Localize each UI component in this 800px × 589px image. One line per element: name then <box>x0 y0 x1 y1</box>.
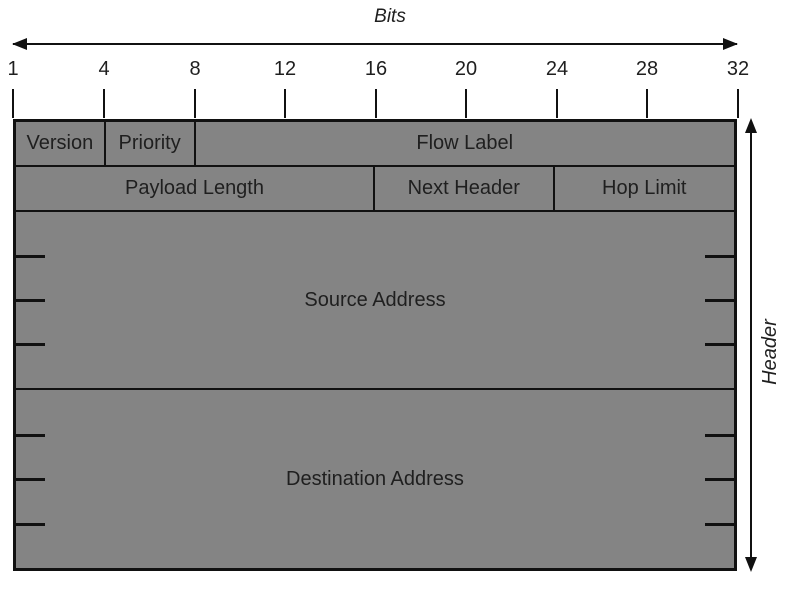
bit-number: 28 <box>635 58 659 80</box>
arrow-down-icon <box>745 557 757 572</box>
bit-number: 16 <box>364 58 388 80</box>
word-boundary-tick <box>16 255 45 258</box>
table-row: Payload Length Next Header Hop Limit <box>16 167 734 212</box>
bits-extent-arrow <box>12 38 738 50</box>
bit-scale-mark-16: 16 <box>354 58 398 118</box>
field-label: Destination Address <box>286 467 464 490</box>
table-row: Version Priority Flow Label <box>16 122 734 167</box>
field-destination-address: Destination Address <box>16 390 734 568</box>
field-payload-length: Payload Length <box>16 167 375 210</box>
field-label: Hop Limit <box>602 177 687 199</box>
field-label: Next Header <box>407 177 520 199</box>
bit-tick <box>103 89 105 118</box>
bit-scale-mark-1: 1 <box>0 58 35 118</box>
field-version: Version <box>16 122 106 165</box>
bit-scale-mark-4: 4 <box>82 58 126 118</box>
word-boundary-tick <box>705 478 734 481</box>
bit-scale-mark-28: 28 <box>625 58 669 118</box>
header-field-table: Version Priority Flow Label Payload Leng… <box>13 119 737 571</box>
field-label: Version <box>26 132 94 154</box>
bit-tick <box>737 89 739 118</box>
field-next-header: Next Header <box>375 167 555 210</box>
bit-number: 1 <box>7 58 19 80</box>
bit-tick <box>284 89 286 118</box>
bit-number: 32 <box>726 58 750 80</box>
bit-tick <box>465 89 467 118</box>
field-label: Flow Label <box>416 132 514 154</box>
word-boundary-tick <box>16 522 45 526</box>
word-boundary-tick <box>705 433 734 437</box>
table-row: Destination Address <box>16 390 734 568</box>
header-axis-label: Header <box>759 319 781 385</box>
field-flow-label: Flow Label <box>195 122 734 165</box>
word-boundary-tick <box>705 522 734 526</box>
field-label: Payload Length <box>124 177 264 199</box>
table-row: Source Address <box>16 212 734 390</box>
bit-tick <box>194 89 196 118</box>
word-boundary-tick <box>16 343 45 346</box>
field-priority: Priority <box>105 122 196 165</box>
word-boundary-tick <box>16 433 45 437</box>
field-source-address: Source Address <box>16 212 734 388</box>
arrow-right-icon <box>723 38 738 50</box>
field-label: Source Address <box>304 288 446 311</box>
bit-tick <box>12 89 14 118</box>
bits-axis-label: Bits <box>374 6 406 27</box>
field-hop-limit: Hop Limit <box>554 167 734 210</box>
bit-scale-mark-20: 20 <box>444 58 488 118</box>
bit-scale-mark-12: 12 <box>263 58 307 118</box>
bit-number: 24 <box>545 58 569 80</box>
bit-number: 4 <box>98 58 110 80</box>
field-label: Priority <box>118 132 181 154</box>
arrow-left-icon <box>12 38 27 50</box>
bit-tick <box>646 89 648 118</box>
bit-scale-mark-8: 8 <box>173 58 217 118</box>
word-boundary-tick <box>705 343 734 346</box>
bit-number: 20 <box>454 58 478 80</box>
bit-number: 8 <box>189 58 201 80</box>
bit-tick <box>375 89 377 118</box>
bit-scale-mark-32: 32 <box>716 58 760 118</box>
word-boundary-tick <box>16 478 45 481</box>
arrow-up-icon <box>745 118 757 133</box>
bit-scale-mark-24: 24 <box>535 58 579 118</box>
header-extent-arrow <box>745 118 757 572</box>
word-boundary-tick <box>16 299 45 302</box>
bit-number: 12 <box>273 58 297 80</box>
word-boundary-tick <box>705 299 734 302</box>
word-boundary-tick <box>705 255 734 258</box>
bit-tick <box>556 89 558 118</box>
